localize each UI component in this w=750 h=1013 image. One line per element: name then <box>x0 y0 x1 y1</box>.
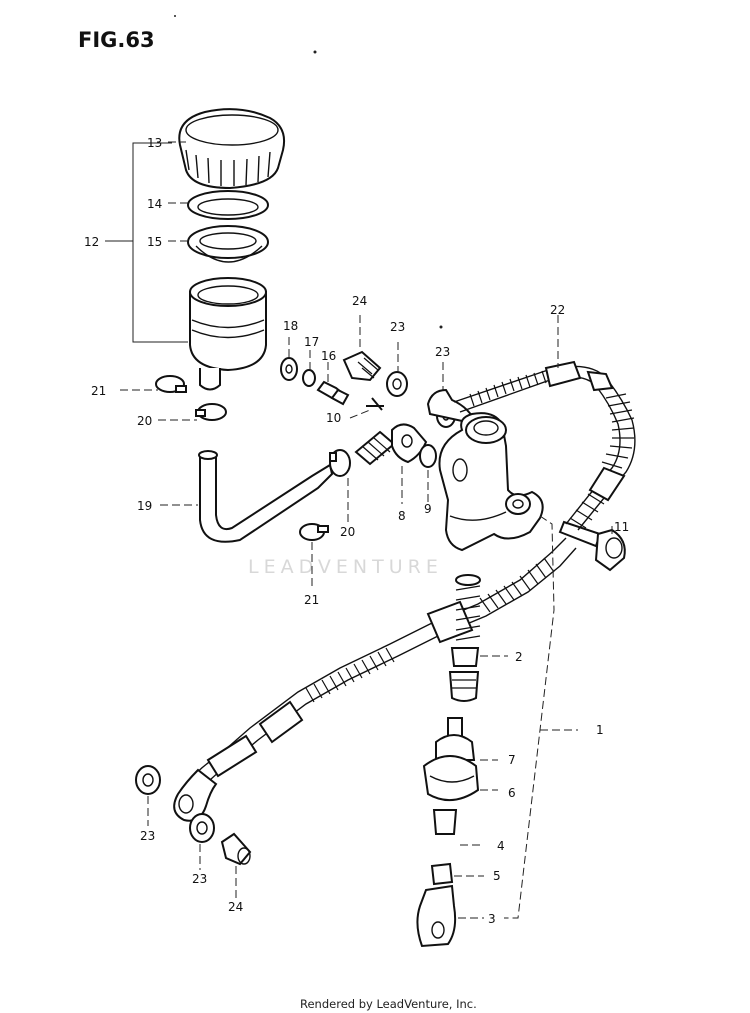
mounting-bolt <box>558 520 626 572</box>
reservoir <box>189 277 267 391</box>
callout-23c: 23 <box>140 829 155 843</box>
lower-banjo-bolt <box>220 832 252 866</box>
callout-14: 14 <box>147 197 162 211</box>
callout-5: 5 <box>493 869 501 883</box>
callout-23b: 23 <box>435 345 450 359</box>
locknut <box>430 862 454 886</box>
callout-18: 18 <box>283 319 298 333</box>
lower-washers <box>135 765 215 843</box>
callout-17: 17 <box>304 335 319 349</box>
callout-11: 11 <box>614 520 629 534</box>
clevis <box>416 884 457 948</box>
washer <box>280 357 316 387</box>
reservoir-bolt <box>316 380 350 406</box>
speck-dot <box>439 325 443 329</box>
figure-title: FIG.63 <box>78 28 155 52</box>
callout-21a: 21 <box>91 384 106 398</box>
callout-8: 8 <box>398 509 406 523</box>
bracket-12 <box>132 142 188 343</box>
callout-19: 19 <box>137 499 152 513</box>
connector <box>354 423 428 466</box>
reservoir-cap <box>178 108 286 190</box>
callout-13: 13 <box>147 136 162 150</box>
pushrod-assembly <box>422 717 480 835</box>
callout-12: 12 <box>84 235 99 249</box>
callout-20b: 20 <box>340 525 355 539</box>
leader-10 <box>349 409 371 419</box>
callout-2: 2 <box>515 650 523 664</box>
callout-23a: 23 <box>390 320 405 334</box>
callout-24a: 24 <box>352 294 367 308</box>
callout-1: 1 <box>596 723 604 737</box>
piston-cup <box>448 647 480 702</box>
callout-9: 9 <box>424 502 432 516</box>
bracket-1 <box>504 515 555 919</box>
callout-23d: 23 <box>192 872 207 886</box>
callout-10: 10 <box>326 411 341 425</box>
callout-7: 7 <box>508 753 516 767</box>
callout-16: 16 <box>321 349 336 363</box>
piston-spring <box>455 574 481 641</box>
footer-credit: Rendered by LeadVenture, Inc. <box>300 997 477 1011</box>
callout-20a: 20 <box>137 414 152 428</box>
callout-24b: 24 <box>228 900 243 914</box>
brake-hose <box>453 360 636 531</box>
callout-4: 4 <box>497 839 505 853</box>
diaphragm <box>187 225 269 263</box>
hose-clamp <box>155 375 351 541</box>
callout-6: 6 <box>508 786 516 800</box>
watermark-text: LEADVENTURE <box>248 556 443 578</box>
callout-21b: 21 <box>304 593 319 607</box>
banjo-bolt <box>342 350 384 411</box>
callout-22: 22 <box>550 303 565 317</box>
callout-3: 3 <box>488 912 496 926</box>
brake-hose-lower <box>173 537 577 822</box>
callout-15: 15 <box>147 235 162 249</box>
o-ring <box>419 444 437 468</box>
diaphragm-plate <box>187 190 269 220</box>
speck-dot <box>313 50 317 54</box>
speck-dot <box>174 15 176 17</box>
master-cylinder <box>426 388 544 552</box>
